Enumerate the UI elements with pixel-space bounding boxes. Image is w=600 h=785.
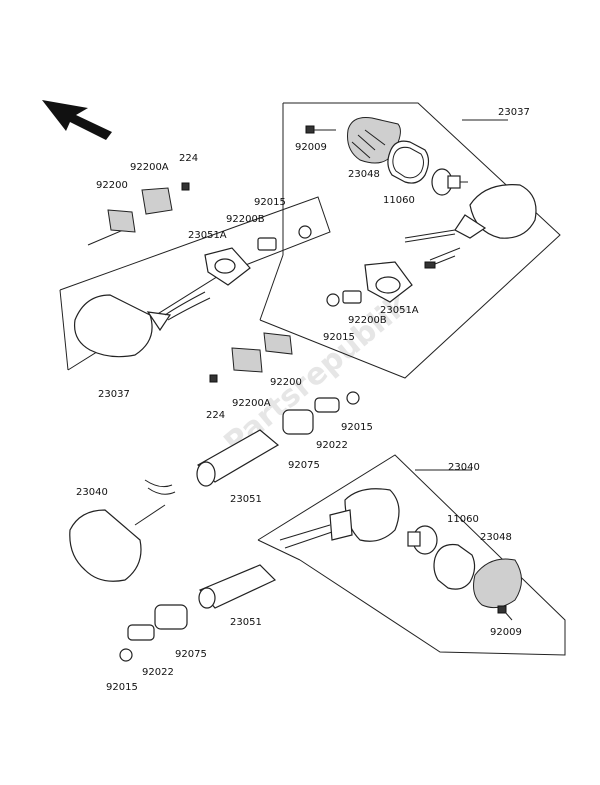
label-92075: 92075 [288, 460, 320, 471]
label-224: 224 [206, 410, 225, 421]
nut-92015-mid [346, 391, 360, 405]
label-23040: 23040 [76, 487, 108, 498]
housing-23037-left [73, 291, 211, 358]
socket-23051-bottom [198, 564, 277, 609]
label-92200A: 92200A [232, 398, 271, 409]
bracket-92200A-upper [141, 187, 173, 215]
grommet-92200B-left [257, 237, 277, 251]
gasket-11060-top [387, 140, 430, 184]
front-arrow-icon [42, 100, 112, 140]
label-92009: 92009 [490, 627, 522, 638]
label-92200B: 92200B [348, 315, 387, 326]
plate-92200-mid [263, 332, 293, 355]
label-23037: 23037 [98, 389, 130, 400]
label-92200: 92200 [270, 377, 302, 388]
housing-23040-left [69, 479, 176, 582]
label-92200A: 92200A [130, 162, 169, 173]
label-23040: 23040 [448, 462, 480, 473]
label-11060: 11060 [447, 514, 479, 525]
grommet-92075-bottom [154, 604, 188, 630]
label-92022: 92022 [316, 440, 348, 451]
panel-23037-right [259, 102, 561, 379]
bolt-224-upper [181, 182, 190, 191]
label-23051A: 23051A [188, 230, 227, 241]
bolt-224-mid [209, 374, 218, 383]
label-92200B: 92200B [226, 214, 265, 225]
bracket-92200A-mid [231, 347, 263, 373]
label-11060: 11060 [383, 195, 415, 206]
nut-92015-bottom [119, 648, 133, 662]
socket-23051-mid [196, 429, 280, 487]
lens-23048-top [347, 117, 401, 164]
bulb-top [431, 168, 468, 196]
label-92200: 92200 [96, 180, 128, 191]
plate-92200-upper [107, 209, 136, 233]
screw-92009-top [305, 125, 336, 134]
label-92015: 92015 [341, 422, 373, 433]
label-92015: 92015 [106, 682, 138, 693]
label-224: 224 [179, 153, 198, 164]
label-92015: 92015 [254, 197, 286, 208]
socket-23051A-right [364, 261, 413, 303]
nut-92015-left [298, 225, 312, 239]
bulb-bottom [407, 525, 438, 555]
label-23048: 23048 [480, 532, 512, 543]
label-92009: 92009 [295, 142, 327, 153]
label-92075: 92075 [175, 649, 207, 660]
panel-23040-right [257, 454, 566, 656]
grommet-92022-bottom [127, 624, 155, 641]
grommet-92022-mid [314, 397, 340, 413]
housing-23037-right [404, 184, 537, 269]
housing-23040-right [279, 488, 400, 549]
label-23051A: 23051A [380, 305, 419, 316]
label-23037: 23037 [498, 107, 530, 118]
nut-92015-right [326, 293, 340, 307]
label-23051: 23051 [230, 494, 262, 505]
label-23051: 23051 [230, 617, 262, 628]
label-92015: 92015 [323, 332, 355, 343]
lens-23048-bottom [473, 558, 522, 609]
grommet-92200B-right [342, 290, 362, 304]
label-92022: 92022 [142, 667, 174, 678]
grommet-92075-mid [282, 409, 314, 435]
socket-23051A-left [204, 247, 251, 286]
screw-92009-bottom [497, 605, 513, 621]
gasket-11060-bottom [433, 543, 476, 590]
label-23048: 23048 [348, 169, 380, 180]
